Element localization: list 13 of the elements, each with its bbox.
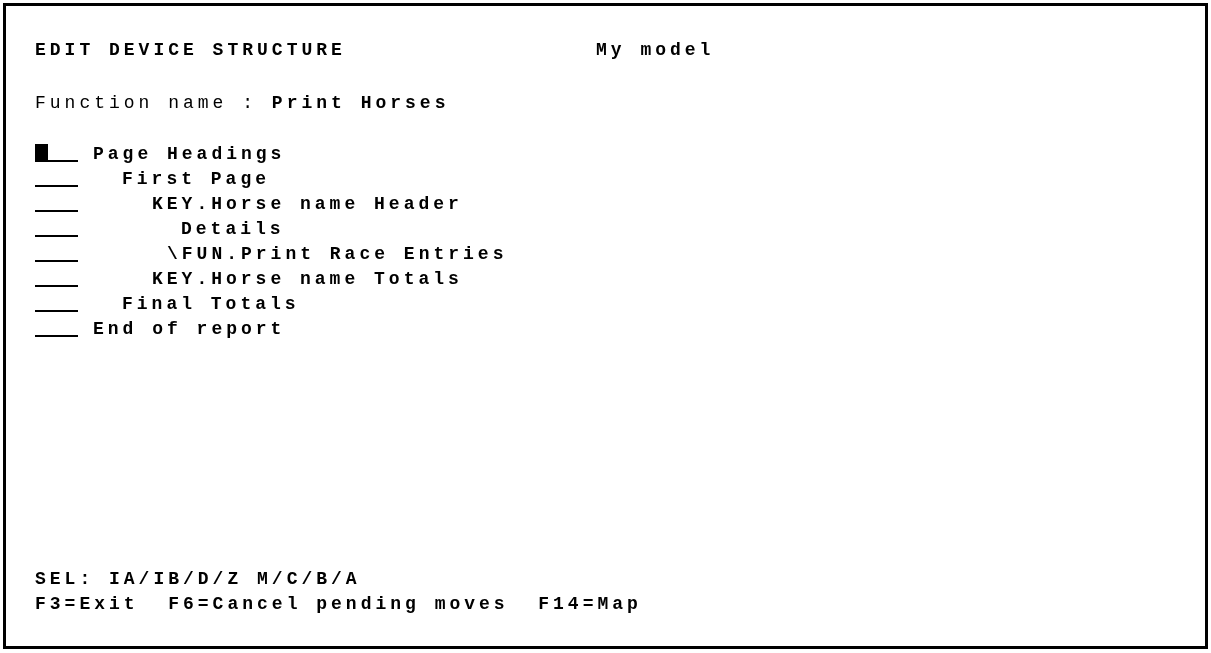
- screen-text: End of report: [93, 319, 286, 339]
- screen-text: Details: [181, 219, 285, 239]
- screen-text: F3=Exit F6=Cancel pending moves F14=Map: [35, 594, 642, 614]
- screen-text: Function name : Print Horses: [35, 93, 450, 113]
- screen-text: \FUN.Print Race Entries: [167, 244, 508, 264]
- screen-text: SEL: IA/IB/D/Z M/C/B/A: [35, 569, 361, 589]
- screen-text: First Page: [122, 169, 271, 189]
- screen-text: Page Headings: [93, 144, 286, 164]
- screen-text: KEY.Horse name Totals: [152, 269, 463, 289]
- screen-title: EDIT DEVICE STRUCTURE: [35, 40, 346, 60]
- screen-text: My model: [596, 40, 715, 60]
- screen-text: Final Totals: [122, 294, 300, 314]
- screen-text: KEY.Horse name Header: [152, 194, 463, 214]
